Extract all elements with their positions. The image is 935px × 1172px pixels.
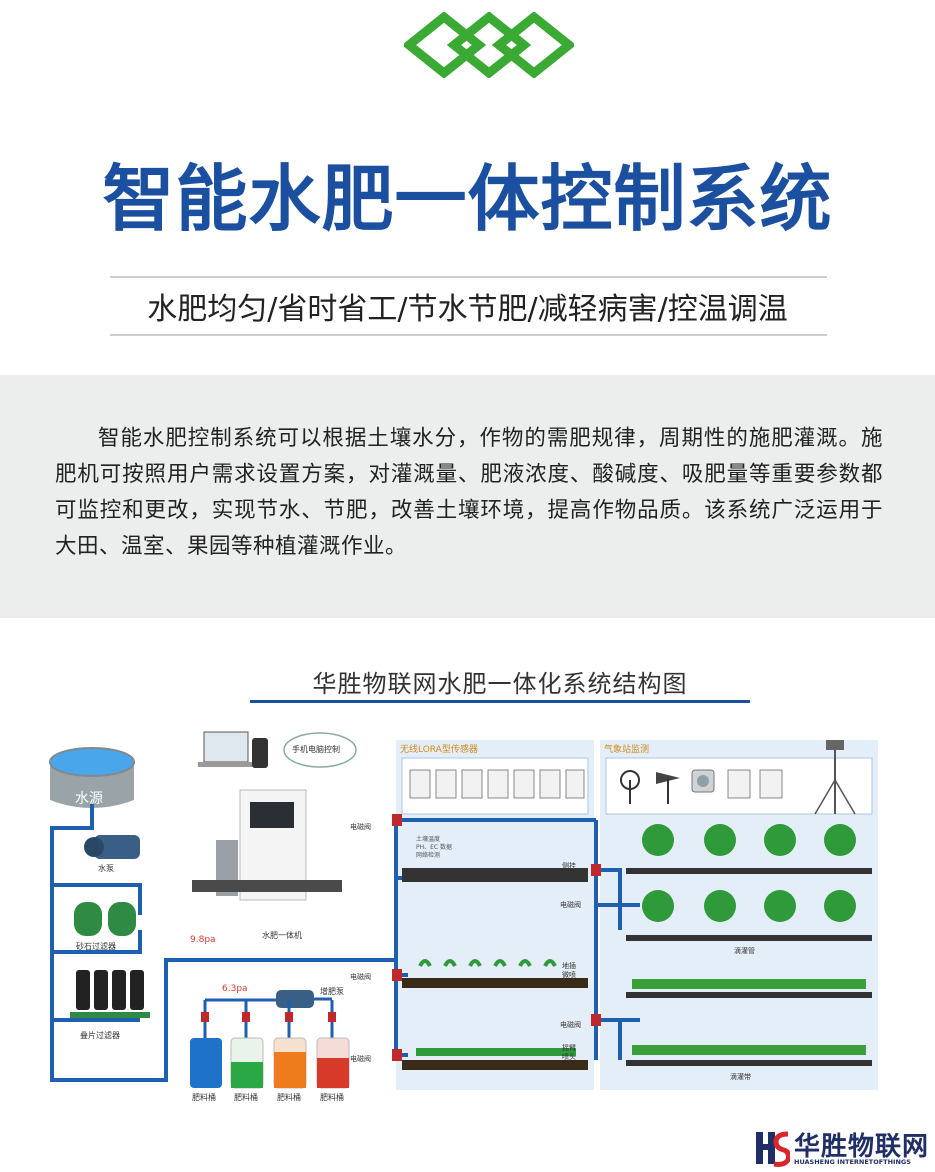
green-diamond-chain-icon <box>404 12 574 78</box>
crop-rows-left <box>402 868 588 1070</box>
water-source-icon <box>49 747 135 808</box>
diagram-title-underline <box>250 700 750 703</box>
label-sand-filter: 砂石过滤器 <box>76 942 116 951</box>
label-pump: 水泵 <box>98 864 114 873</box>
computer-phone-icon <box>198 731 268 768</box>
label-valve-5: 电磁阀 <box>560 1021 581 1029</box>
solenoid-valves <box>201 814 601 1061</box>
label-fertilizer-tank-4: 肥料桶 <box>320 1093 344 1102</box>
label-valve-1: 电磁阀 <box>350 823 371 831</box>
label-drip-pipe: 滴灌管 <box>734 947 755 955</box>
fertilizer-tank-red <box>316 1037 350 1089</box>
label-sensor-panel: 无线LORA型传感器 <box>400 745 478 755</box>
system-diagram <box>49 731 878 1090</box>
fertilizer-tank-orange <box>273 1037 307 1089</box>
label-fertilizer-tank-3: 肥料桶 <box>277 1093 301 1102</box>
label-water-source: 水源 <box>75 791 103 807</box>
mobile-control-bubble <box>283 732 357 768</box>
brand-logo: 华胜物联网 HUASHENG INTERNETOFTHINGS <box>754 1128 934 1168</box>
sensor-devices <box>409 769 585 799</box>
weather-devices <box>620 740 856 815</box>
label-valve-4: 电磁阀 <box>560 901 581 909</box>
label-drip-tape: 滴灌带 <box>730 1073 751 1081</box>
intro-paragraph: 智能水肥控制系统可以根据土壤水分，作物的需肥规律，周期性的施肥灌溉。施肥机可按照… <box>55 426 883 559</box>
fertilizer-tank-blue <box>190 1038 222 1088</box>
label-zone-rocker: 摇臂 喷头 <box>562 1044 576 1061</box>
label-disc-filter: 叠片过滤器 <box>80 1031 120 1040</box>
page-title: 智能水肥一体控制系统 <box>102 157 833 241</box>
intro-section <box>0 375 935 618</box>
fertigation-machine-icon <box>192 789 342 901</box>
hs-brand-icon <box>756 1131 791 1167</box>
label-fertilizer-tank-1: 肥料桶 <box>192 1093 216 1102</box>
label-booster-pump: 增肥泵 <box>320 987 344 996</box>
diagram-title: 华胜物联网水肥一体化系统结构图 <box>312 670 688 698</box>
brand-name: 华胜物联网 <box>794 1132 930 1162</box>
pump-icon <box>84 835 140 859</box>
fertilizer-tank-green <box>230 1037 264 1089</box>
sand-filter-icon <box>74 902 136 936</box>
label-valve-2: 电磁阀 <box>350 973 371 981</box>
label-soil-sensor-note: 土壤温度 PH、EC 数据网络检测 <box>416 836 453 859</box>
label-zone-side-spray: 侧挂 微喷 <box>562 862 576 879</box>
divider-top <box>110 276 827 278</box>
label-valve-3: 电磁阀 <box>350 1055 371 1063</box>
brand-tagline: HUASHENG INTERNETOFTHINGS <box>794 1158 911 1166</box>
page-subtitle: 水肥均匀/省时省工/节水节肥/减轻病害/控温调温 <box>147 292 788 327</box>
divider-bottom <box>110 334 827 336</box>
disc-filter-icon <box>70 970 150 1018</box>
label-fertilizer-tank-2: 肥料桶 <box>234 1093 258 1102</box>
booster-pump-icon <box>276 990 314 1008</box>
label-pressure-main: 9.8pa <box>190 935 216 945</box>
label-machine: 水肥一体机 <box>262 931 302 940</box>
label-zone-ground-spray: 地插 微喷 <box>562 962 576 979</box>
label-pressure-sub: 6.3pa <box>222 984 248 994</box>
label-weather-panel: 气象站监测 <box>604 745 650 755</box>
label-mobile-control: 手机电脑控制 <box>292 745 340 754</box>
crop-rows-right <box>626 824 872 1066</box>
